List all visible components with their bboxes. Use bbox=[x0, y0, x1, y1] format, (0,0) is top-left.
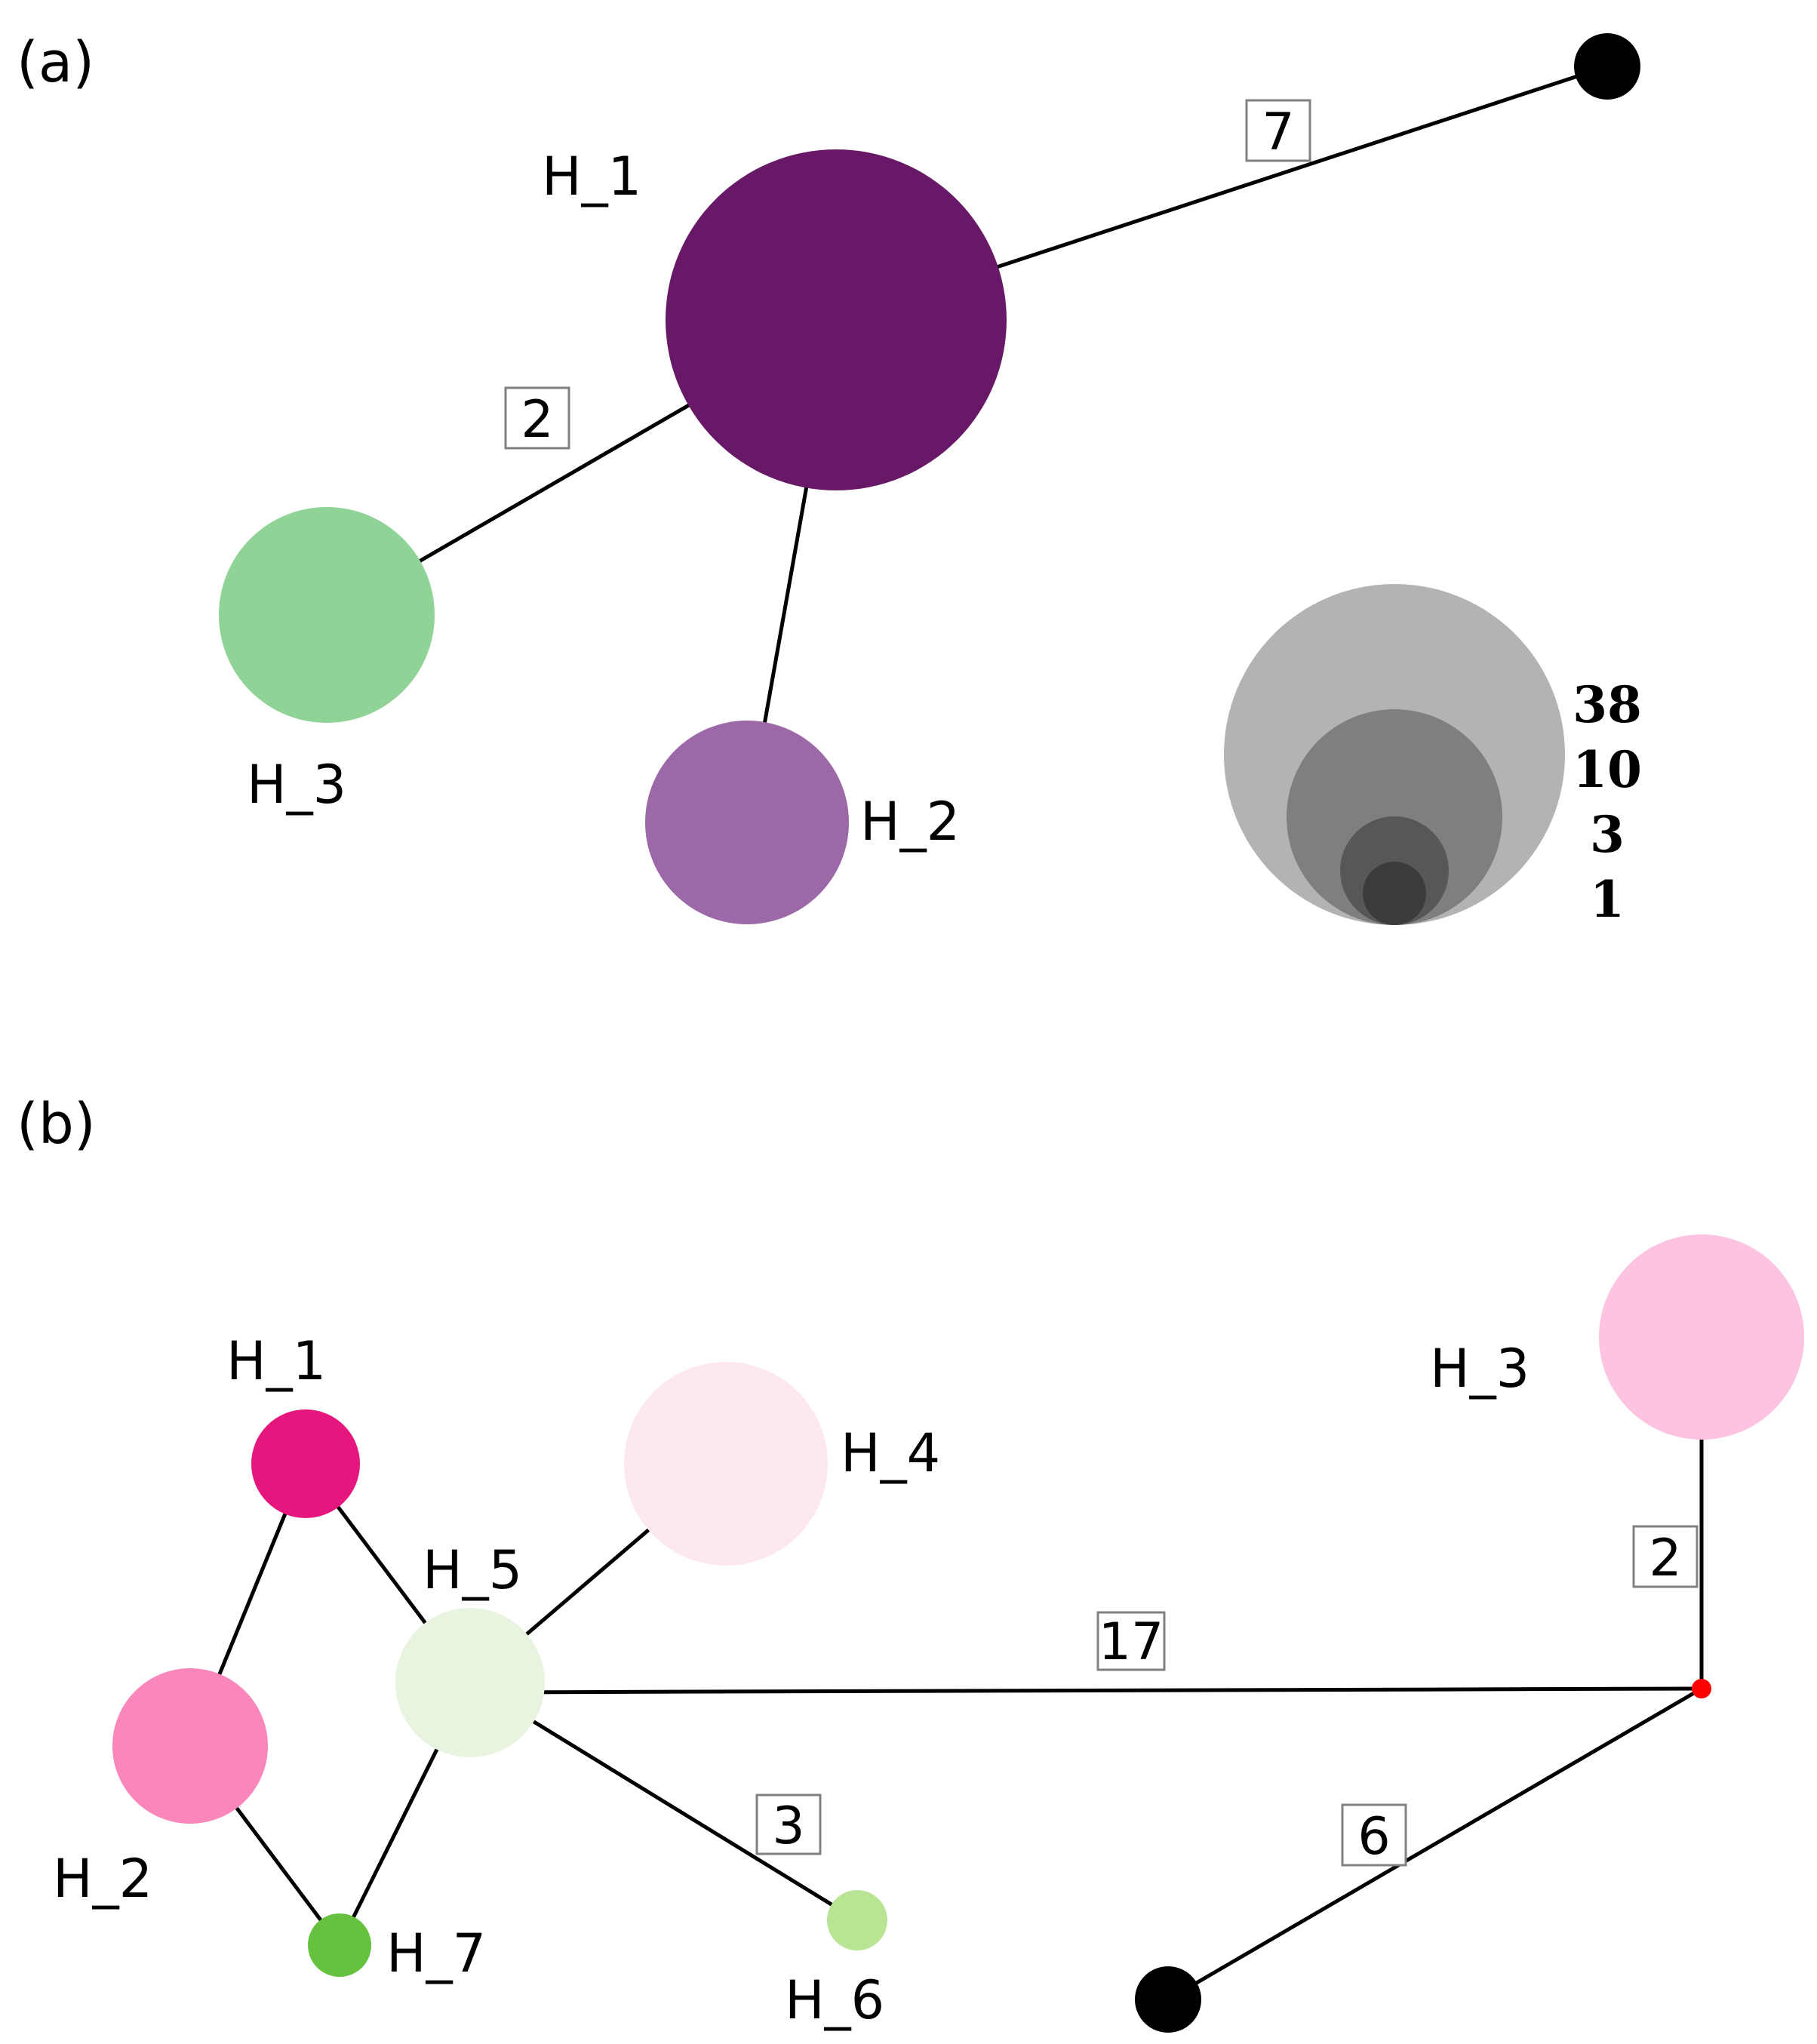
svg-text:17: 17 bbox=[1099, 1612, 1164, 1672]
svg-text:2: 2 bbox=[521, 390, 553, 450]
label-b-h3: H_3 bbox=[1430, 1338, 1530, 1400]
panel-a-label: (a) bbox=[17, 30, 94, 95]
legend-value-3: 3 bbox=[1590, 805, 1625, 864]
label-a-h2: H_2 bbox=[860, 791, 960, 853]
edge-b-h5-h6 bbox=[469, 1680, 859, 1923]
node-a-h3 bbox=[219, 507, 435, 723]
edge-b-h5-median bbox=[469, 1686, 1702, 1695]
node-a-external bbox=[1574, 33, 1640, 100]
label-b-h1: H_1 bbox=[226, 1330, 326, 1392]
node-b-h3 bbox=[1599, 1234, 1804, 1440]
node-a-h2 bbox=[645, 721, 849, 924]
legend-value-38: 38 bbox=[1573, 675, 1642, 734]
label-b-h5: H_5 bbox=[423, 1539, 522, 1601]
node-b-h2 bbox=[112, 1668, 268, 1824]
weight-a-h1-ext: 7 bbox=[1245, 99, 1311, 162]
weight-a-h1-h3: 2 bbox=[504, 386, 570, 450]
size-legend: 38 10 3 1 bbox=[1224, 584, 1642, 929]
label-b-h4: H_4 bbox=[841, 1422, 940, 1484]
label-a-h1: H_1 bbox=[542, 146, 641, 207]
node-b-h7 bbox=[308, 1913, 371, 1977]
panel-b-label: (b) bbox=[17, 1092, 96, 1157]
node-b-h4 bbox=[624, 1362, 828, 1566]
legend-value-1: 1 bbox=[1590, 870, 1625, 929]
label-b-h2: H_2 bbox=[53, 1848, 152, 1910]
panel-a: (a) 7 2 H_1 H_3 H_2 38 10 bbox=[17, 30, 1642, 929]
svg-text:2: 2 bbox=[1649, 1529, 1681, 1588]
node-b-h6 bbox=[827, 1890, 887, 1950]
weight-b-h5-h6: 3 bbox=[755, 1793, 822, 1856]
node-b-median-vector bbox=[1692, 1679, 1711, 1698]
node-b-external bbox=[1135, 1966, 1201, 2033]
weight-b-h5-median: 17 bbox=[1096, 1611, 1166, 1672]
svg-text:6: 6 bbox=[1357, 1807, 1390, 1867]
svg-text:7: 7 bbox=[1262, 103, 1294, 162]
weight-b-median-h3: 2 bbox=[1632, 1525, 1699, 1588]
svg-text:3: 3 bbox=[772, 1797, 804, 1856]
panel-b: (b) 17 3 2 bbox=[17, 1092, 1804, 2033]
weight-b-median-ext: 6 bbox=[1341, 1803, 1407, 1867]
node-b-h1 bbox=[251, 1409, 360, 1518]
edge-b-median-ext bbox=[1167, 1686, 1703, 2002]
node-b-h5 bbox=[395, 1608, 545, 1757]
legend-value-10: 10 bbox=[1573, 740, 1642, 799]
label-b-h7: H_7 bbox=[386, 1923, 486, 1984]
label-b-h6: H_6 bbox=[785, 1969, 884, 2031]
node-a-h1 bbox=[666, 149, 1007, 490]
label-a-h3: H_3 bbox=[247, 754, 346, 816]
legend-circle-1 bbox=[1363, 862, 1426, 925]
